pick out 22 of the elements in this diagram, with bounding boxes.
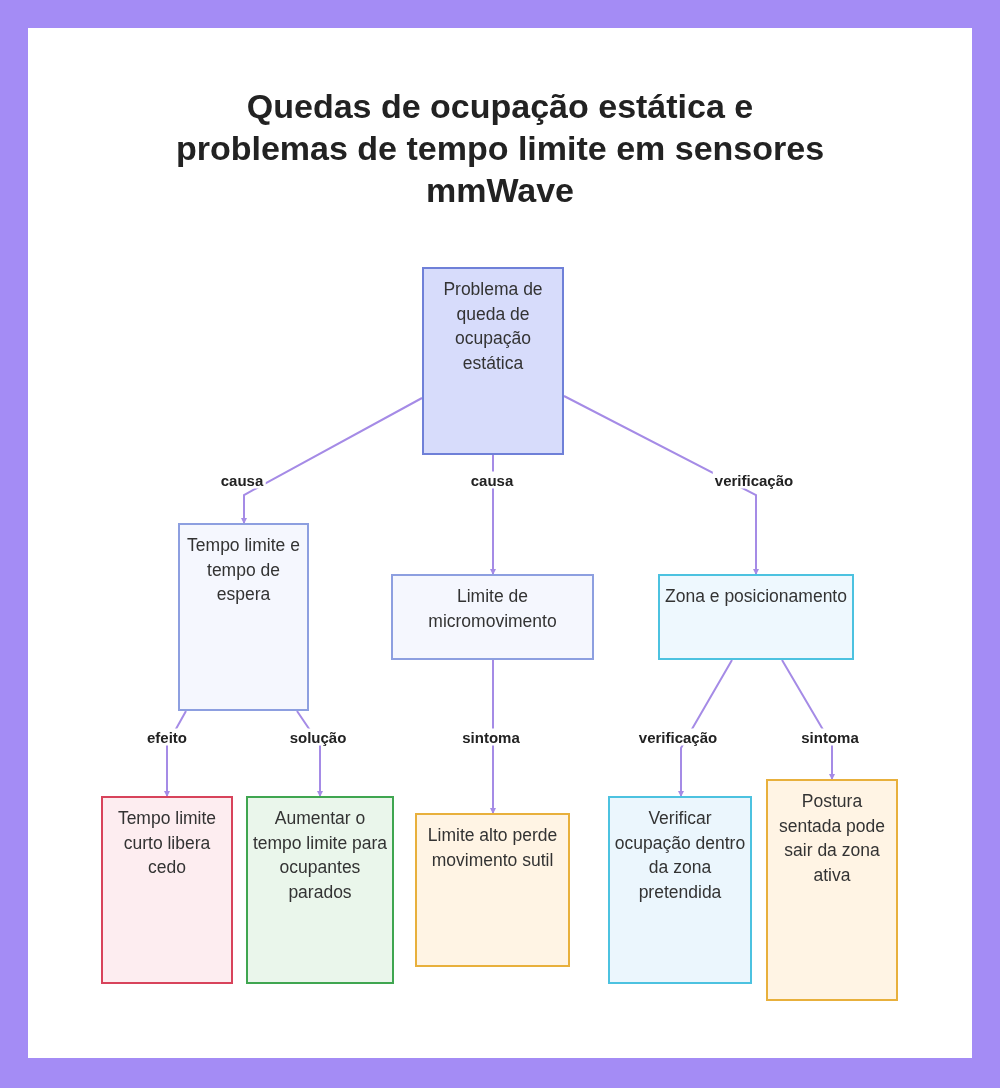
connector-arrow xyxy=(241,397,423,524)
process-box: Problema de queda de ocupação estática xyxy=(422,267,564,455)
process-box: Postura sentada pode sair da zona ativa xyxy=(766,779,898,1001)
edge-label: verificação xyxy=(636,728,720,746)
edge-label: efeito xyxy=(145,728,189,746)
edge-label: sintoma xyxy=(460,728,522,746)
process-box: Limite alto perde movimento sutil xyxy=(415,813,570,967)
connector-arrow xyxy=(490,454,496,575)
edge-label: causa xyxy=(468,471,516,489)
edge-label: sintoma xyxy=(799,728,861,746)
connector-arrow xyxy=(563,395,759,575)
diagram-title: Quedas de ocupação estática e problemas de tempo limite em sensores mmWave xyxy=(174,86,826,211)
edge-label: verificação xyxy=(712,471,796,489)
process-box: Zona e posicionamento xyxy=(658,574,854,660)
connector-arrow xyxy=(490,659,496,814)
process-box: Limite de micromovimento xyxy=(391,574,594,660)
process-box: Tempo limite curto libera cedo xyxy=(101,796,233,984)
process-box: Aumentar o tempo limite para ocupantes parados xyxy=(246,796,394,984)
edge-label: solução xyxy=(287,728,349,746)
connector-arrow xyxy=(678,659,733,797)
process-box: Tempo limite e tempo de espera xyxy=(178,523,309,711)
process-box: Verificar ocupação dentro da zona pretendida xyxy=(608,796,752,984)
